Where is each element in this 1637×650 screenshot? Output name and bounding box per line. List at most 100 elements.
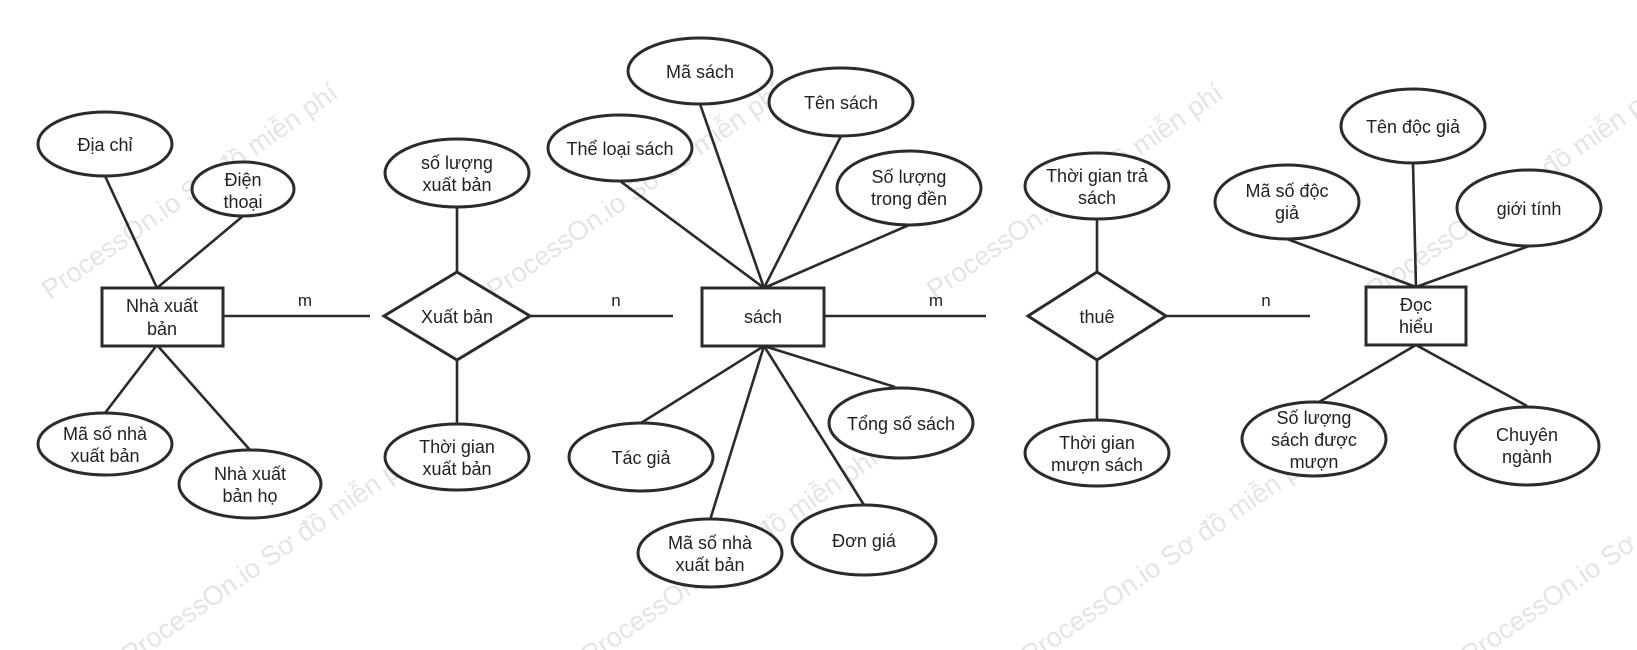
relationship-diamond[interactable]	[381, 270, 533, 362]
attribute-label: Thể loại sách	[566, 139, 673, 159]
entity-label: Nhà xuất	[126, 296, 198, 316]
entity-reader[interactable]: Đọc hiểu	[1364, 285, 1468, 347]
entity-box[interactable]	[1364, 285, 1468, 347]
attribute-ellipse[interactable]	[1023, 418, 1171, 488]
attribute-book-name[interactable]: Tên sách	[767, 66, 915, 138]
cardinality-label: m	[929, 291, 943, 310]
attribute-reader-major[interactable]: Chuyên ngành	[1453, 405, 1601, 487]
attribute-label: số lượng	[421, 153, 493, 173]
attribute-ellipse[interactable]	[835, 149, 983, 227]
attribute-book-genre[interactable]: Thể loại sách	[546, 113, 694, 183]
attribute-book-author[interactable]: Tác giả	[567, 421, 715, 493]
attribute-publisher-address[interactable]: Địa chỉ	[36, 110, 174, 178]
relationship-publish[interactable]: Xuất bản	[381, 270, 533, 362]
attribute-reader-name[interactable]: Tên độc giả	[1339, 87, 1487, 165]
attribute-ellipse[interactable]	[383, 137, 531, 209]
relationship-label: Xuất bản	[421, 307, 493, 327]
attribute-publisher-phone[interactable]: Điện thoại	[190, 160, 296, 218]
attribute-ellipse[interactable]	[383, 422, 531, 492]
attribute-rent-return-time[interactable]: Thời gian trả sách	[1023, 151, 1171, 221]
attribute-ellipse[interactable]	[36, 110, 174, 178]
attribute-label: Số lượng	[872, 167, 947, 187]
attribute-label: giả	[1275, 203, 1300, 223]
edge-reader-borrow	[1313, 343, 1417, 407]
edge-reader-major	[1415, 343, 1528, 408]
attribute-ellipse[interactable]	[567, 421, 715, 493]
attribute-ellipse[interactable]	[1240, 400, 1388, 478]
attribute-label: giới tính	[1497, 199, 1562, 219]
attribute-label: Mã số nhà	[668, 533, 753, 553]
attribute-publisher-surname[interactable]: Nhà xuất bản họ	[177, 448, 323, 520]
attribute-book-total[interactable]: Tổng số sách	[827, 386, 975, 460]
attribute-ellipse[interactable]	[36, 411, 174, 477]
attribute-label: ngành	[1502, 447, 1552, 467]
relationship-rent[interactable]: thuê	[1025, 270, 1169, 362]
attribute-label: Địa chỉ	[77, 135, 132, 155]
edge-publisher-surname	[156, 344, 251, 451]
attribute-book-publisher-id[interactable]: Mã số nhà xuất bản	[636, 517, 784, 589]
edge-book-price	[762, 345, 866, 506]
attribute-ellipse[interactable]	[546, 113, 694, 183]
attribute-reader-id[interactable]: Mã số độc giả	[1213, 163, 1361, 241]
relationship-diamond[interactable]	[1025, 270, 1169, 362]
attribute-label: mượn	[1290, 452, 1339, 472]
attribute-reader-borrow-count[interactable]: Số lượng sách được mượn	[1240, 400, 1388, 478]
attribute-label: sách được	[1271, 430, 1357, 450]
entity-box[interactable]	[100, 286, 225, 348]
attribute-ellipse[interactable]	[1023, 151, 1171, 221]
attribute-ellipse[interactable]	[827, 386, 975, 460]
attribute-book-quantity-temple[interactable]: Số lượng trong đền	[835, 149, 983, 227]
attribute-ellipse[interactable]	[1455, 168, 1603, 248]
attribute-ellipse[interactable]	[767, 66, 915, 138]
attribute-label: xuất bản	[70, 446, 139, 466]
attribute-label: Chuyên	[1496, 425, 1558, 445]
cardinality-label: m	[298, 291, 312, 310]
entity-label: bản	[147, 319, 177, 339]
attribute-label: mượn sách	[1051, 455, 1143, 475]
attribute-publisher-id[interactable]: Mã số nhà xuất bản	[36, 411, 174, 477]
attribute-label: Nhà xuất	[214, 464, 286, 484]
attribute-ellipse[interactable]	[636, 517, 784, 589]
entity-label: hiểu	[1399, 317, 1433, 337]
attribute-label: Điện	[224, 170, 261, 190]
attribute-label: bản họ	[222, 486, 277, 506]
entity-publisher[interactable]: Nhà xuất bản	[100, 286, 225, 348]
attribute-label: sách	[1078, 188, 1116, 208]
entity-label: sách	[744, 307, 782, 327]
relationship-label: thuê	[1079, 307, 1114, 327]
attribute-label: Mã số độc	[1245, 181, 1328, 201]
attribute-label: Số lượng	[1277, 408, 1352, 428]
attribute-label: Mã sách	[666, 62, 734, 82]
edge-book-total	[763, 344, 896, 389]
edge-publisher-address	[103, 175, 159, 289]
entity-book[interactable]: sách	[700, 286, 826, 348]
attribute-ellipse[interactable]	[177, 448, 323, 520]
attribute-ellipse[interactable]	[1339, 87, 1487, 165]
attribute-label: Thời gian	[419, 437, 495, 457]
attribute-ellipse[interactable]	[790, 503, 938, 577]
attribute-ellipse[interactable]	[1213, 163, 1361, 241]
edge-book-author	[640, 344, 765, 425]
watermark-text: ProcessOn.io Sơ đồ miễn phí	[36, 76, 344, 305]
attribute-ellipse[interactable]	[1453, 405, 1601, 487]
attribute-book-id[interactable]: Mã sách	[626, 36, 774, 106]
attribute-label: Thời gian trả	[1046, 166, 1149, 186]
attribute-label: trong đền	[871, 189, 947, 209]
attribute-label: Tác giả	[611, 448, 671, 468]
attribute-reader-gender[interactable]: giới tính	[1455, 168, 1603, 248]
attribute-rent-borrow-time[interactable]: Thời gian mượn sách	[1023, 418, 1171, 488]
attribute-label: Đơn giá	[832, 531, 897, 551]
attribute-label: Tên sách	[804, 93, 878, 113]
attribute-ellipse[interactable]	[626, 36, 774, 106]
cardinality-layer: m n m n	[298, 291, 1271, 310]
cardinality-label: n	[1261, 291, 1270, 310]
attribute-publish-time[interactable]: Thời gian xuất bản	[383, 422, 531, 492]
edge-reader-id	[1286, 237, 1417, 289]
attribute-ellipse[interactable]	[190, 160, 296, 218]
attribute-label: xuất bản	[422, 175, 491, 195]
attribute-label: thoại	[223, 192, 262, 212]
attribute-publish-quantity[interactable]: số lượng xuất bản	[383, 137, 531, 209]
attribute-book-price[interactable]: Đơn giá	[790, 503, 938, 577]
entity-box[interactable]	[700, 286, 826, 348]
